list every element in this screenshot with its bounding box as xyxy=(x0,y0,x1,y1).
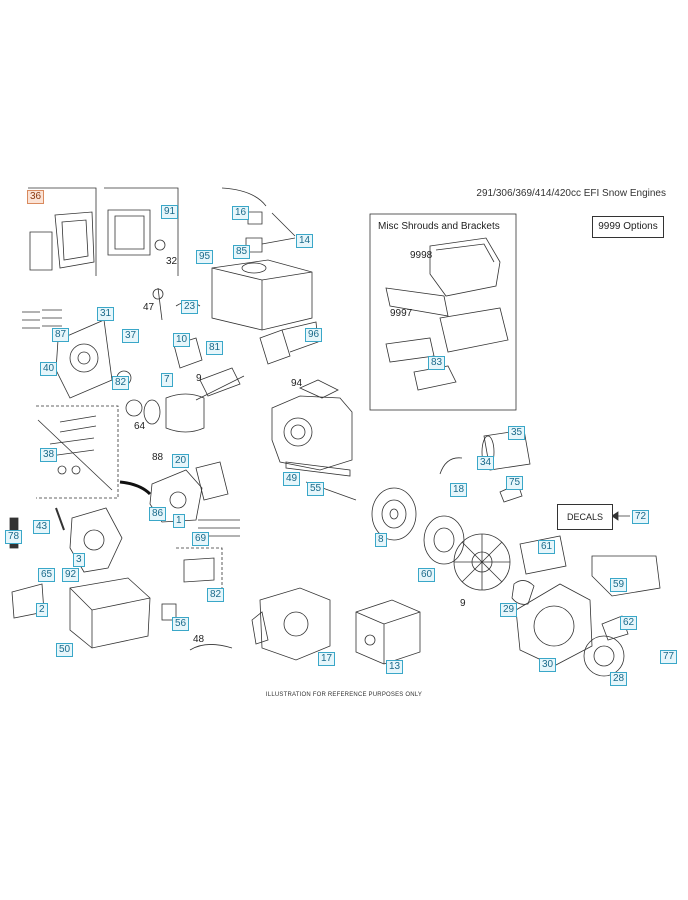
misc-shrouds xyxy=(385,237,509,391)
part-callout-78[interactable]: 78 xyxy=(5,530,23,544)
part-callout-9997[interactable]: 9997 xyxy=(390,308,413,319)
screen-61 xyxy=(519,535,567,575)
part-callout-18[interactable]: 18 xyxy=(450,483,468,497)
part-callout-87[interactable]: 87 xyxy=(52,328,70,342)
part-callout-65[interactable]: 65 xyxy=(38,568,56,582)
blower-housing xyxy=(515,583,593,667)
part-callout-62[interactable]: 62 xyxy=(620,616,638,630)
part-callout-56[interactable]: 56 xyxy=(172,617,190,631)
part-callout-2[interactable]: 2 xyxy=(36,603,48,617)
part-callout-77[interactable]: 77 xyxy=(660,650,678,664)
part-callout-10[interactable]: 10 xyxy=(173,333,191,347)
part-callout-14[interactable]: 14 xyxy=(296,234,314,248)
part-callout-55[interactable]: 55 xyxy=(307,482,325,496)
part-callout-82b[interactable]: 82 xyxy=(207,588,225,602)
part-callout-20[interactable]: 20 xyxy=(172,454,190,468)
part-callout-82[interactable]: 82 xyxy=(112,376,130,390)
part-callout-7[interactable]: 7 xyxy=(161,373,173,387)
gasket-parts xyxy=(29,209,166,271)
shroud-59 xyxy=(591,555,661,597)
part-callout-9[interactable]: 9 xyxy=(196,373,202,384)
footer-disclaimer: ILLUSTRATION FOR REFERENCE PURPOSES ONLY xyxy=(265,692,423,698)
intake-assembly xyxy=(251,587,331,661)
part-callout-88[interactable]: 88 xyxy=(152,452,164,463)
part-callout-13[interactable]: 13 xyxy=(386,660,404,674)
bolts xyxy=(22,309,62,329)
part-callout-17[interactable]: 17 xyxy=(318,652,336,666)
part-callout-9998[interactable]: 9998 xyxy=(410,250,433,261)
part-callout-1[interactable]: 1 xyxy=(173,514,185,528)
part-callout-95[interactable]: 95 xyxy=(196,250,214,264)
part-callout-43[interactable]: 43 xyxy=(33,520,51,534)
part-callout-28[interactable]: 28 xyxy=(610,672,628,686)
part-callout-61[interactable]: 61 xyxy=(538,540,556,554)
cooling-fan xyxy=(453,533,511,591)
part-callout-36[interactable]: 36 xyxy=(27,190,45,204)
misc-section-title: Misc Shrouds and Brackets xyxy=(378,221,500,232)
options-box[interactable]: 9999 Options xyxy=(592,216,664,238)
cylinder-head xyxy=(149,461,229,523)
misc-shrouds-frame xyxy=(369,213,517,411)
part-callout-72[interactable]: 72 xyxy=(632,510,650,524)
part-callout-37[interactable]: 37 xyxy=(122,329,140,343)
part-callout-96[interactable]: 96 xyxy=(305,328,323,342)
part-callout-47[interactable]: 47 xyxy=(143,302,155,313)
gasket-kit-frame-2 xyxy=(104,187,179,276)
part-callout-8[interactable]: 8 xyxy=(375,533,387,547)
valve-cover xyxy=(69,507,123,573)
part-callout-9b[interactable]: 9 xyxy=(460,598,466,609)
valve-kit-frame xyxy=(36,405,119,499)
flywheel xyxy=(371,487,417,541)
cable-34 xyxy=(439,457,463,475)
part-callout-48[interactable]: 48 xyxy=(193,634,205,645)
part-callout-83[interactable]: 83 xyxy=(428,356,446,370)
part-callout-60[interactable]: 60 xyxy=(418,568,436,582)
fuel-tank xyxy=(211,211,313,331)
part-callout-69[interactable]: 69 xyxy=(192,532,210,546)
part-callout-32[interactable]: 32 xyxy=(166,256,178,267)
part-callout-16[interactable]: 16 xyxy=(232,206,250,220)
decals-box[interactable]: DECALS xyxy=(557,504,613,530)
dipstick xyxy=(157,287,163,321)
part-callout-64[interactable]: 64 xyxy=(134,421,146,432)
part-callout-35[interactable]: 35 xyxy=(508,426,526,440)
part-callout-3[interactable]: 3 xyxy=(73,553,85,567)
part-callout-38[interactable]: 38 xyxy=(40,448,58,462)
gasket-kit-frame xyxy=(28,187,97,276)
part-callout-92[interactable]: 92 xyxy=(62,568,80,582)
valve-train-parts xyxy=(49,415,97,475)
part-callout-94[interactable]: 94 xyxy=(291,378,303,389)
part-callout-85[interactable]: 85 xyxy=(233,245,251,259)
part-callout-49[interactable]: 49 xyxy=(283,472,301,486)
part-callout-91[interactable]: 91 xyxy=(161,205,179,219)
part-callout-81[interactable]: 81 xyxy=(206,341,224,355)
part-callout-29[interactable]: 29 xyxy=(500,603,518,617)
part-callout-50[interactable]: 50 xyxy=(56,643,74,657)
muffler-guard xyxy=(69,577,151,649)
part-callout-59[interactable]: 59 xyxy=(610,578,628,592)
stator xyxy=(423,515,465,565)
part-callout-34[interactable]: 34 xyxy=(477,456,495,470)
engine-block xyxy=(271,379,353,477)
recoil-starter xyxy=(583,635,625,677)
part-callout-40[interactable]: 40 xyxy=(40,362,58,376)
diagram-title: 291/306/369/414/420cc EFI Snow Engines xyxy=(476,188,666,199)
part-callout-23[interactable]: 23 xyxy=(181,300,199,314)
wire-harness xyxy=(189,644,233,651)
part-callout-86[interactable]: 86 xyxy=(149,507,167,521)
part-callout-75[interactable]: 75 xyxy=(506,476,524,490)
part-callout-31[interactable]: 31 xyxy=(97,307,115,321)
muffler xyxy=(355,599,421,665)
part-callout-30[interactable]: 30 xyxy=(539,658,557,672)
